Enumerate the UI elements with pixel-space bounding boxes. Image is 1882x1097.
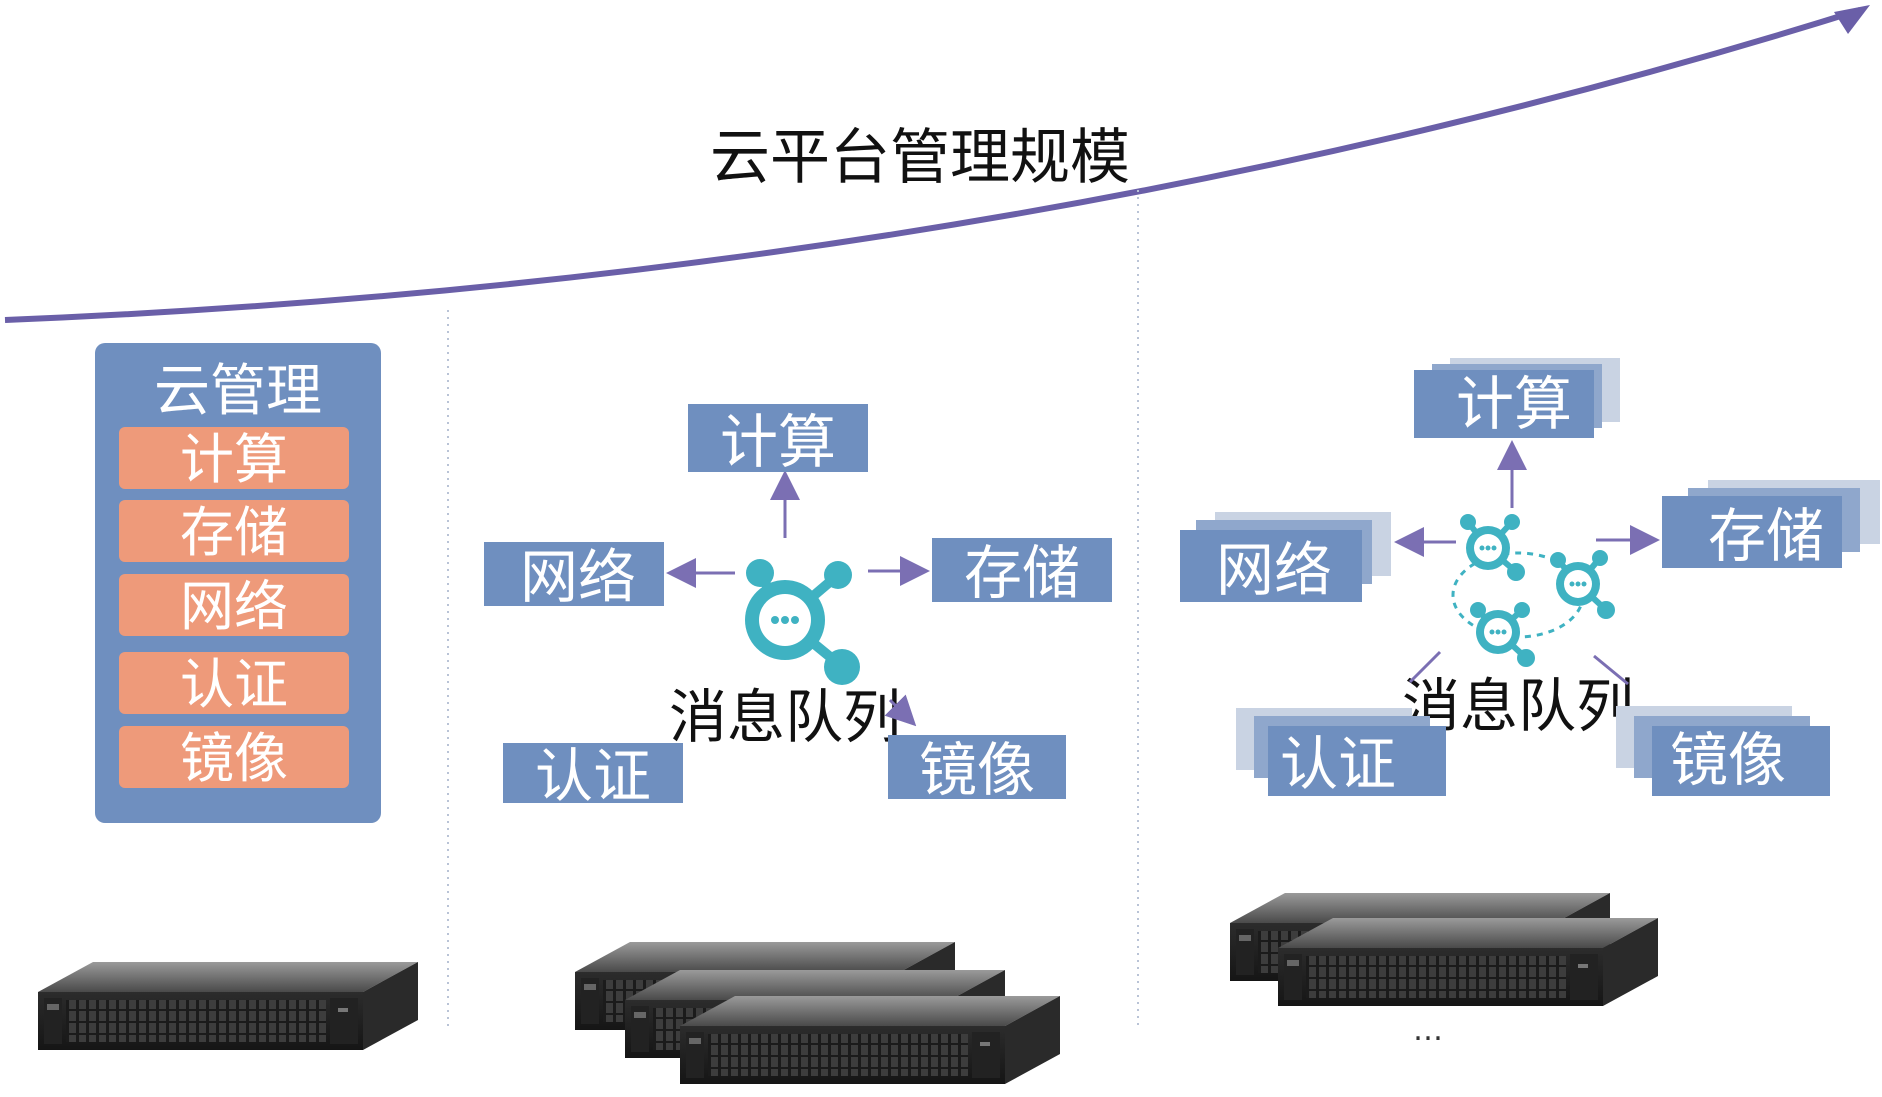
module-storage: 存储 [119, 500, 349, 564]
stage3-ellipsis: … [1413, 1013, 1443, 1048]
module-network: 网络 [119, 574, 349, 638]
growth-curve-arrowhead [1834, 5, 1870, 34]
svg-text:网络: 网络 [180, 575, 288, 638]
svg-text:存储: 存储 [1708, 502, 1824, 570]
stage3-server-stack: … [1230, 893, 1658, 1048]
rack-server-icon [680, 996, 1060, 1084]
stage2-server-stack [575, 942, 1060, 1084]
svg-text:存储: 存储 [180, 501, 288, 564]
stage3-network-stack: 网络 [1180, 512, 1391, 604]
stage3-compute-stack: 计算 [1414, 358, 1620, 438]
module-image: 镜像 [119, 726, 349, 790]
module-auth: 认证 [119, 652, 349, 716]
stage1-title: 云管理 [154, 359, 322, 424]
svg-text:网络: 网络 [520, 543, 636, 611]
stage1-monolith: 云管理 计算 存储 网络 认证 镜像 [95, 343, 381, 823]
message-queue-hub-icon [1460, 514, 1525, 581]
svg-text:存储: 存储 [964, 539, 1080, 607]
message-queue-hub-icon [1470, 602, 1535, 667]
stage3-image-stack: 镜像 [1616, 706, 1830, 796]
stage3-storage-stack: 存储 [1662, 480, 1880, 570]
svg-text:计算: 计算 [1456, 370, 1572, 438]
message-queue-hub-icon [745, 559, 860, 685]
growth-curve-arrow [4, 7, 1861, 323]
stage2-storage-box: 存储 [932, 538, 1112, 607]
svg-text:认证: 认证 [535, 742, 651, 810]
svg-text:镜像: 镜像 [1670, 726, 1786, 794]
stage2-compute-box: 计算 [688, 404, 868, 476]
svg-text:镜像: 镜像 [919, 736, 1035, 804]
rack-server-icon [1278, 918, 1658, 1006]
stage3-auth-stack: 认证 [1236, 708, 1446, 798]
rack-server-icon [38, 962, 418, 1050]
svg-text:镜像: 镜像 [180, 727, 288, 790]
module-compute: 计算 [119, 427, 349, 491]
svg-text:计算: 计算 [180, 428, 288, 491]
stage2-distributed: 消息队列 计算 网络 存储 认证 镜像 [484, 404, 1112, 810]
diagram-title: 云平台管理规模 [710, 123, 1130, 193]
message-queue-hub-icon [1550, 550, 1615, 619]
stage2-network-box: 网络 [484, 542, 664, 611]
stage3-cluster: 消息队列 计算 网络 存储 [1180, 358, 1880, 798]
stage2-center-label: 消息队列 [669, 683, 901, 751]
svg-text:网络: 网络 [1216, 536, 1332, 604]
svg-text:计算: 计算 [720, 408, 836, 476]
svg-text:认证: 认证 [1280, 730, 1396, 798]
svg-text:认证: 认证 [180, 653, 288, 716]
stage2-auth-box: 认证 [503, 742, 683, 810]
stage2-image-box: 镜像 [888, 735, 1066, 804]
